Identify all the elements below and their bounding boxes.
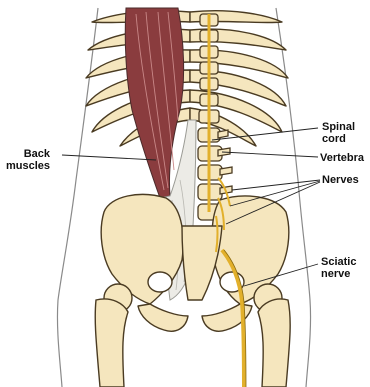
sacrum xyxy=(182,226,222,300)
label-spinal-cord: Spinal cord xyxy=(322,121,355,145)
back-muscle-belly xyxy=(125,8,183,198)
left-femur-shaft xyxy=(95,299,128,387)
label-back-muscles: Back muscles xyxy=(6,148,50,172)
right-femur-shaft xyxy=(258,299,290,387)
label-vertebra: Vertebra xyxy=(320,152,364,164)
label-nerves: Nerves xyxy=(322,174,359,186)
label-sciatic-nerve: Sciatic nerve xyxy=(321,256,356,280)
left-pubis xyxy=(138,304,188,331)
body-outline-left xyxy=(57,8,98,387)
leader-back-muscles xyxy=(62,155,156,160)
left-obturator xyxy=(148,272,172,292)
leader-vertebra xyxy=(222,152,318,157)
spinal-column xyxy=(198,14,232,220)
